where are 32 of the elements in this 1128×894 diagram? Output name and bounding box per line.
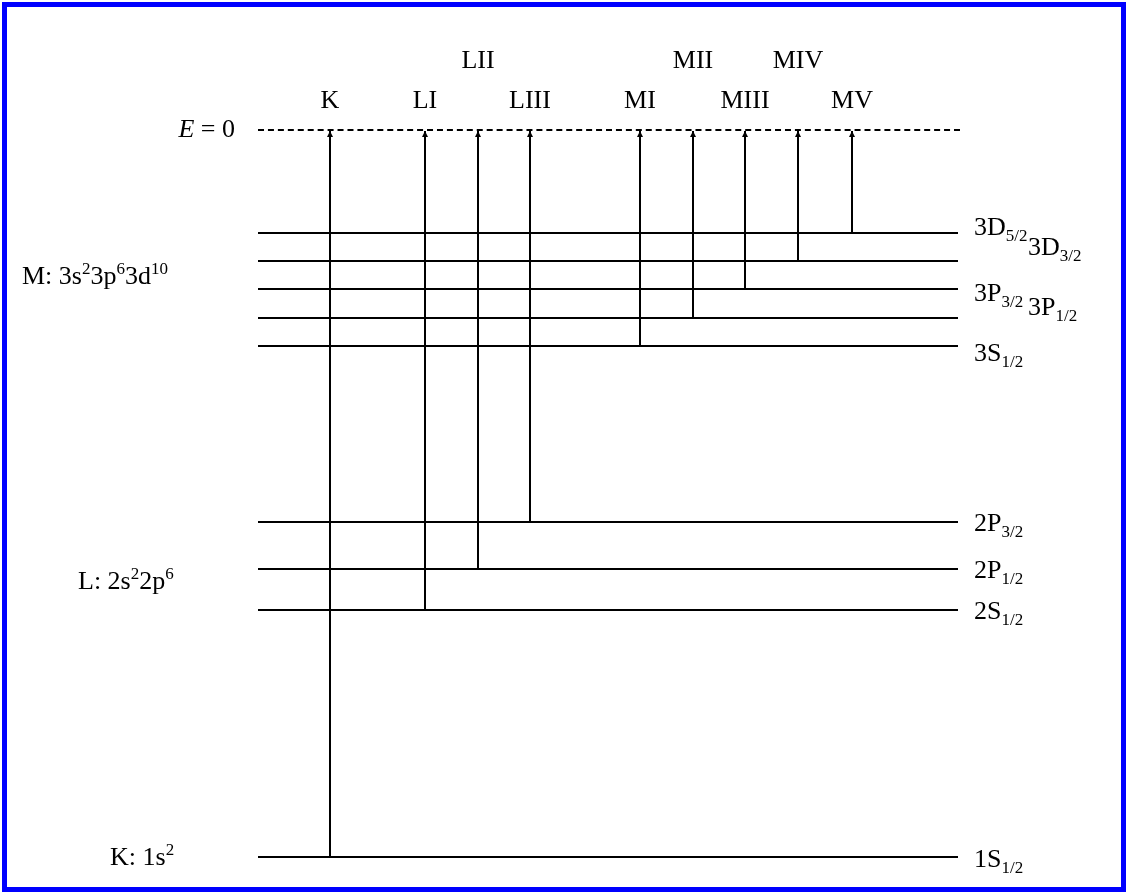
level-label: 1S$_{1/2}$ — [974, 845, 1024, 873]
ionization-arrow — [422, 130, 428, 610]
energy-level-line — [258, 856, 958, 858]
level-label: 2P$_{3/2}$ — [974, 509, 1024, 537]
energy-level-line — [258, 345, 958, 347]
energy-level-line — [258, 260, 958, 262]
energy-level-line — [258, 609, 958, 611]
ionization-arrow — [475, 130, 481, 569]
level-label: 3P$_{3/2}$ — [974, 279, 1024, 307]
energy-level-line — [258, 232, 958, 234]
shell-configuration-label: L: 2s$^{2}$2p$^{6}$ — [78, 567, 174, 595]
energy-level-line — [258, 288, 958, 290]
ionization-arrow — [742, 130, 748, 289]
zero-energy-line — [258, 129, 960, 131]
shell-configuration-label: K: 1s$^{2}$ — [110, 843, 175, 871]
ionization-arrow — [849, 130, 855, 233]
level-label: 2S$_{1/2}$ — [974, 597, 1024, 625]
ionization-arrow — [690, 130, 696, 318]
ionization-arrow — [327, 130, 333, 857]
level-label: 3D$_{5/2}$ — [974, 213, 1028, 241]
ionization-arrow — [795, 130, 801, 261]
energy-level-line — [258, 521, 958, 523]
level-label: 3D$_{3/2}$ — [1028, 233, 1082, 261]
shell-configuration-label: M: 3s$^{2}$3p$^{6}$3d$^{10}$ — [22, 262, 168, 290]
level-label: 3P$_{1/2}$ — [1028, 293, 1078, 321]
level-label: 2P$_{1/2}$ — [974, 556, 1024, 584]
energy-label: E = 0 — [178, 115, 235, 143]
energy-level-line — [258, 317, 958, 319]
level-label: 3S$_{1/2}$ — [974, 339, 1024, 367]
ionization-arrow — [527, 130, 533, 522]
ionization-arrow — [637, 130, 643, 346]
energy-level-line — [258, 568, 958, 570]
